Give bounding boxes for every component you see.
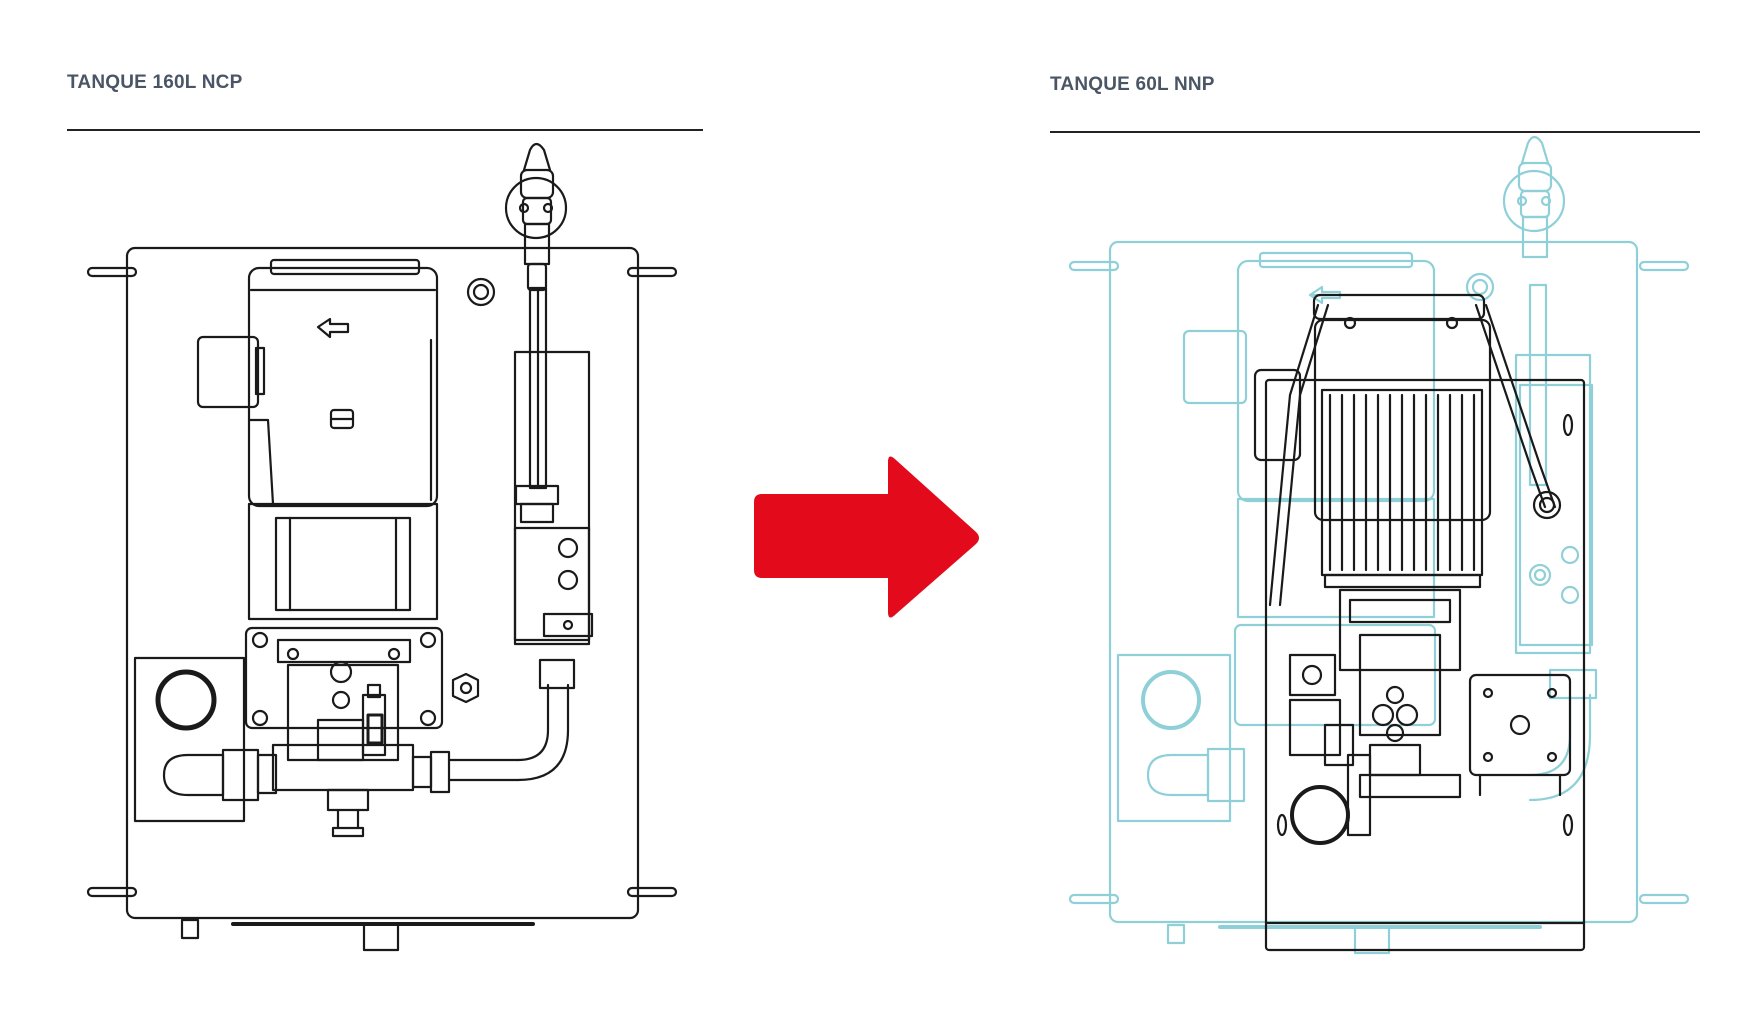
- panel-title-left: TANQUE 160L NCP: [67, 72, 243, 93]
- technical-drawing-tanque-160l: [78, 140, 688, 970]
- title-divider-left: [67, 129, 703, 131]
- panel-tanque-60l: TANQUE 60L NNP: [1050, 72, 1700, 133]
- technical-drawing-tanque-60l: [1060, 135, 1690, 975]
- arrow-right-icon: [752, 454, 984, 618]
- panel-title-right: TANQUE 60L NNP: [1050, 74, 1215, 95]
- new-unit-outline: [1253, 293, 1586, 952]
- panel-tanque-160l: TANQUE 160L NCP: [67, 70, 703, 131]
- title-divider-right: [1050, 131, 1700, 133]
